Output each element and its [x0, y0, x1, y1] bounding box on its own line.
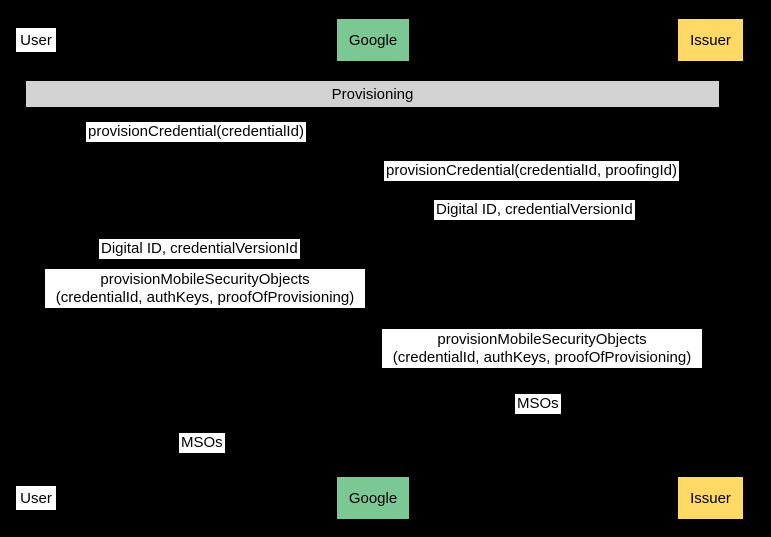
participant-issuer-top[interactable]: Issuer	[678, 19, 743, 61]
participant-label: Issuer	[690, 31, 731, 49]
message-label-m6: provisionMobileSecurityObjects(credentia…	[382, 329, 702, 369]
message-line: provisionCredential(credentialId)	[88, 123, 304, 140]
message-line: provisionMobileSecurityObjects	[100, 271, 310, 288]
phase-bar-label: Provisioning	[331, 85, 414, 103]
participant-label: User	[20, 31, 52, 49]
participant-label: User	[20, 489, 52, 507]
message-line: MSOs	[517, 395, 559, 412]
message-line: (credentialId, authKeys, proofOfProvisio…	[55, 288, 355, 306]
message-label-m1: provisionCredential(credentialId)	[86, 122, 306, 142]
participant-label: Google	[348, 31, 398, 49]
participant-label: Issuer	[690, 489, 731, 507]
message-label-m2: provisionCredential(credentialId, proofi…	[384, 161, 679, 181]
message-line: Digital ID, credentialVersionId	[101, 240, 298, 257]
participant-user-bottom[interactable]: User	[16, 486, 56, 510]
message-label-m8: MSOs	[179, 433, 225, 453]
participant-google-bottom[interactable]: Google	[337, 477, 409, 519]
participant-issuer-bottom[interactable]: Issuer	[678, 477, 743, 519]
message-label-m4: Digital ID, credentialVersionId	[99, 239, 300, 259]
message-label-m3: Digital ID, credentialVersionId	[434, 200, 635, 220]
message-label-m7: MSOs	[515, 394, 561, 414]
message-line: MSOs	[181, 434, 223, 451]
participant-label: Google	[348, 489, 398, 507]
participant-user-top[interactable]: User	[16, 28, 56, 52]
message-line: (credentialId, authKeys, proofOfProvisio…	[392, 348, 692, 366]
participant-google-top[interactable]: Google	[337, 19, 409, 61]
message-line: provisionMobileSecurityObjects	[437, 331, 647, 348]
message-line: provisionCredential(credentialId, proofi…	[386, 162, 677, 179]
message-label-m5: provisionMobileSecurityObjects(credentia…	[45, 269, 365, 309]
phase-bar-provisioning: Provisioning	[26, 81, 719, 107]
message-line: Digital ID, credentialVersionId	[436, 201, 633, 218]
